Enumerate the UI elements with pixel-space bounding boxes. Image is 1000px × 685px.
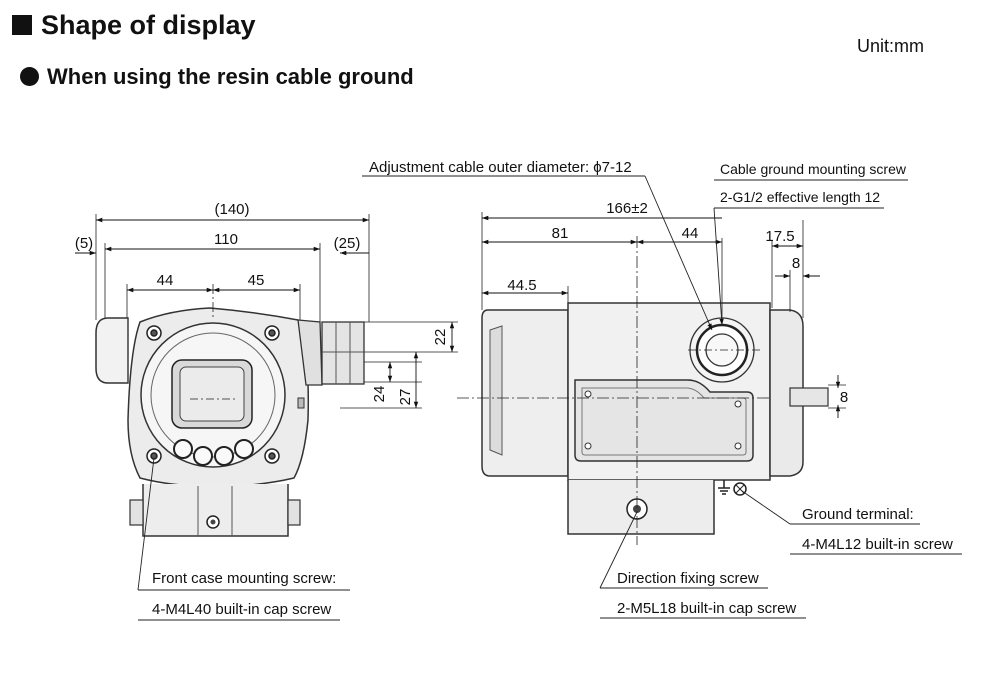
front-button-2 (193, 446, 213, 466)
unit-label: Unit:mm (857, 36, 924, 56)
dim-front-right-half: 45 (248, 272, 265, 289)
front-cable-gland (321, 321, 365, 385)
dim-side-overall: 166±2 (606, 200, 648, 217)
side-view: 166±2 81 44 44.5 17.5 8 8 Adjustment cab… (362, 159, 962, 619)
dim-front-left-offset: (5) (75, 235, 93, 252)
dim-front-center-offset: 24 (371, 386, 388, 403)
side-name-plate (574, 379, 754, 462)
dim-front-top-offset: 22 (432, 329, 449, 346)
side-right-stub (789, 387, 829, 407)
dim-side-port-depth: 44.5 (507, 277, 536, 294)
dim-front-total-offset: 27 (397, 389, 414, 406)
front-left-cylinder (95, 317, 129, 384)
dim-front-overall: (140) (214, 201, 249, 218)
dim-side-center-to-port: 44 (682, 225, 699, 242)
section-title-text: Shape of display (41, 10, 256, 40)
square-bullet-icon (12, 15, 32, 35)
front-view: (140) (5) 110 (25) 44 45 22 24 27 Front … (75, 201, 458, 621)
ground-symbol-icon (718, 480, 730, 495)
front-button-1 (173, 439, 193, 459)
direction-screw-line2: 2-M5L18 built-in cap screw (617, 600, 796, 617)
dim-side-cable-gland: 17.5 (765, 228, 794, 245)
cable-ground-line1: Cable ground mounting screw (720, 161, 907, 177)
adjustment-cable-label: Adjustment cable outer diameter: ϕ7-12 (369, 159, 632, 176)
dim-side-stub-height: 8 (840, 389, 848, 406)
front-case-screws (146, 325, 280, 464)
circle-bullet-icon (20, 67, 39, 86)
ground-terminal-line2: 4-M4L12 built-in screw (802, 536, 953, 553)
cable-ground-line2: 2-G1/2 effective length 12 (720, 189, 880, 205)
dim-side-nut-width: 8 (792, 255, 800, 272)
dim-front-width: 110 (214, 231, 238, 248)
dim-front-right-offset: (25) (334, 235, 361, 252)
direction-screw-line1: Direction fixing screw (617, 570, 759, 587)
front-button-3 (214, 446, 234, 466)
ground-terminal-line1: Ground terminal: (802, 506, 914, 523)
dim-side-front-part: 81 (552, 225, 569, 242)
front-callout-line2: 4-M4L40 built-in cap screw (152, 601, 331, 618)
front-callout-line1: Front case mounting screw: (152, 570, 336, 587)
subsection-title: When using the resin cable ground (20, 64, 414, 90)
front-right-ear (297, 319, 323, 386)
dim-front-left-half: 44 (157, 272, 174, 289)
side-right-cover (769, 309, 804, 477)
front-button-4 (234, 439, 254, 459)
subsection-title-text: When using the resin cable ground (47, 64, 414, 89)
section-title: Shape of display (12, 10, 256, 41)
side-left-cover (481, 309, 569, 477)
